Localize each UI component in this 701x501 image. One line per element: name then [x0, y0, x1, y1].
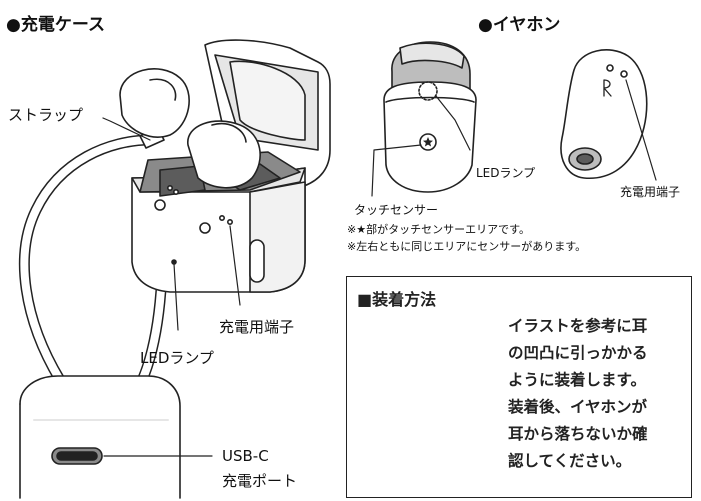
- wearing-line: 認してください。: [508, 452, 632, 470]
- usb-port-illustration: [19, 375, 213, 499]
- charging-case-illustration: [119, 39, 331, 293]
- wearing-method-box: ■装着方法 イラストを参考に耳 の凹凸に引っかかる ように装着します。 装着後、…: [346, 276, 692, 498]
- wearing-line: 装着後、イヤホンが: [508, 398, 648, 416]
- wearing-line: の凹凸に引っかかる: [508, 344, 648, 362]
- charging-port-label: 充電ポート: [222, 472, 298, 490]
- case-leader-lines: [102, 117, 241, 331]
- earphone-front-leaders: [371, 95, 471, 197]
- wearing-line: イラストを参考に耳: [508, 317, 648, 335]
- touch-sensor-label: タッチセンサー: [354, 203, 439, 217]
- note-2: ※左右ともに同じエリアにセンサーがあります。: [347, 240, 587, 253]
- case-led-label: LEDランプ: [140, 349, 214, 367]
- note-1: ※★部がタッチセンサーエリアです。: [347, 223, 530, 236]
- case-heading: ●充電ケース: [6, 15, 105, 35]
- earphone-side-illustration: [560, 49, 657, 181]
- wearing-method-title: ■装着方法: [357, 290, 437, 309]
- wearing-line: 耳から落ちないか確: [508, 425, 648, 443]
- wearing-method-text: イラストを参考に耳 の凹凸に引っかかる ように装着します。 装着後、イヤホンが …: [508, 313, 688, 475]
- strap-label: ストラップ: [8, 106, 84, 124]
- earphone-front-illustration: [383, 41, 477, 193]
- earphone-charging-terminal-label: 充電用端子: [620, 185, 681, 199]
- earphone-led-label: LEDランプ: [476, 166, 536, 180]
- usb-label: USB-C: [222, 447, 269, 465]
- earphone-heading: ●イヤホン: [478, 15, 561, 35]
- wearing-line: ように装着します。: [508, 371, 646, 389]
- case-charging-terminal-label: 充電用端子: [219, 318, 295, 336]
